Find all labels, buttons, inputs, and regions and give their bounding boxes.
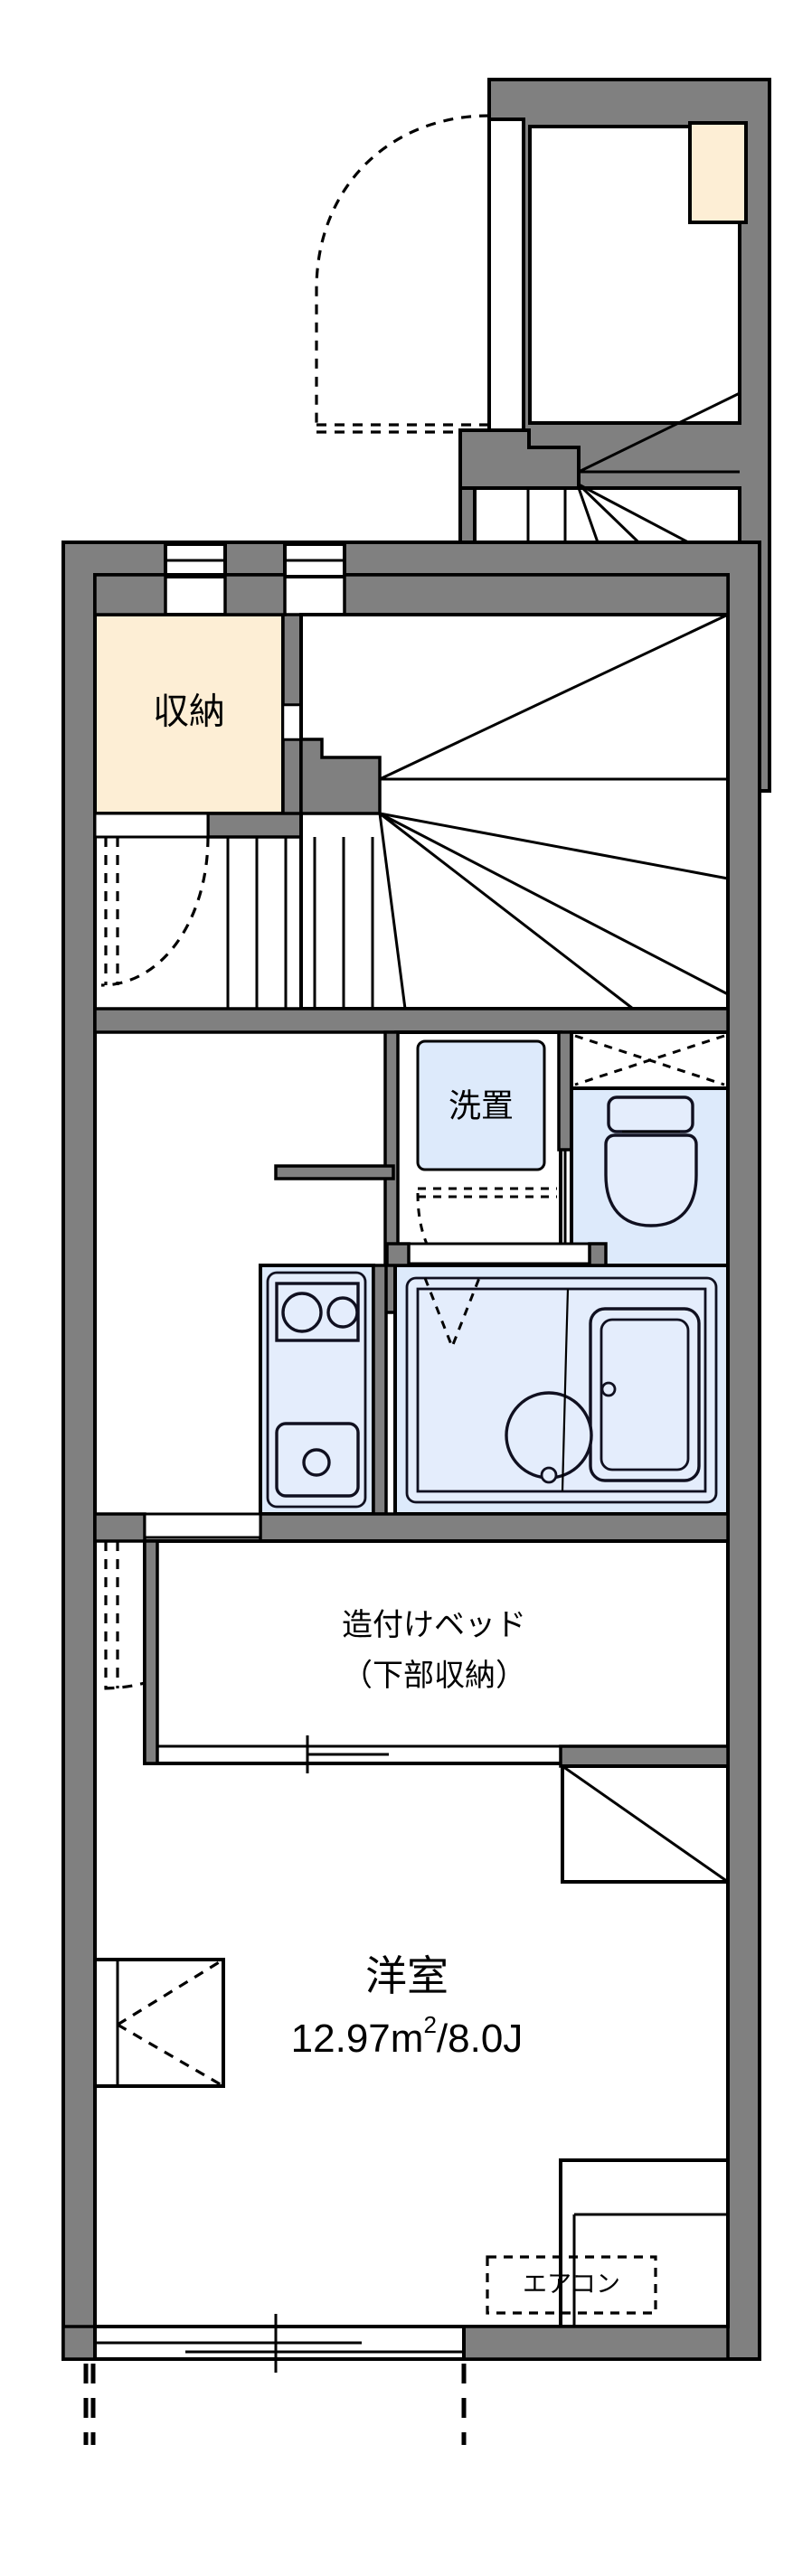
window-swing-a <box>117 1958 224 2026</box>
area-superscript: 2 <box>423 2011 436 2038</box>
basin-drain <box>540 1466 558 1484</box>
storage-band-right <box>343 573 730 616</box>
stair-bottom-wall <box>93 1007 730 1034</box>
window-swing-b <box>117 2023 224 2088</box>
toilet-bowl <box>604 1133 698 1227</box>
wetzone-bottom-wall <box>259 1512 730 1543</box>
builtin-bed-area: 造付けベッド （下部収納） <box>143 1539 730 1773</box>
closet-top-wall <box>559 1744 730 1768</box>
closet-diagonal <box>562 1764 729 1884</box>
entrance-door-swing-arc <box>315 114 490 425</box>
bathtub-inner <box>600 1318 690 1471</box>
washing-machine-pan <box>416 1039 546 1171</box>
builtin-bed-label-line2: （下部収納） <box>342 1659 526 1693</box>
niche-floor <box>559 2158 730 2328</box>
wetzone-bottom-wall-left <box>93 1512 146 1543</box>
bath-door-jamb-right <box>588 1242 608 1267</box>
bottom-sliding-window <box>61 2314 730 2445</box>
stove-burner-right <box>326 1296 359 1329</box>
wash-basin <box>505 1391 593 1480</box>
hall-door-swing-arc <box>100 836 210 987</box>
storage-room <box>93 613 285 815</box>
kitchen-door-band <box>143 1512 262 1539</box>
storage-sliding-a <box>93 812 210 839</box>
area-unit: m <box>391 2017 424 2061</box>
area-separator: / <box>437 2017 448 2061</box>
left-casement-window <box>93 1958 225 2088</box>
kitchen <box>259 1264 388 1516</box>
main-room-label: 洋室 <box>365 1952 448 1999</box>
bath-door-band <box>407 1242 591 1265</box>
bathtub-drain <box>600 1381 617 1397</box>
storage-band-left <box>93 573 167 616</box>
area-jo: 8.0J <box>448 2017 523 2061</box>
top-windows <box>164 542 346 578</box>
washing-label: 洗置 <box>448 1087 514 1124</box>
toilet-tank <box>607 1095 694 1133</box>
storage-label: 収納 <box>153 692 225 732</box>
washroom-door-arc <box>416 1192 560 1307</box>
washroom-right-wall-upper <box>557 1030 573 1152</box>
bath-door-jamb-left <box>385 1242 411 1267</box>
area-value: 12.97 <box>291 2017 391 2061</box>
kitchen-drain <box>302 1448 331 1477</box>
kitchen-right-wall <box>372 1264 388 1516</box>
ac-label: エアコン <box>523 2270 620 2298</box>
bed-left-wall <box>143 1539 159 1765</box>
storage-right-wall-lower <box>281 738 303 819</box>
stair-winder-wall <box>299 705 382 815</box>
closet-right <box>559 1744 730 1884</box>
entrance-door-leaf <box>487 118 525 432</box>
lower-right-niche <box>559 2158 730 2328</box>
toilet-shelf-x2 <box>574 1034 725 1086</box>
staircase-main <box>226 613 730 1011</box>
builtin-bed-label-line1: 造付けベッド <box>342 1608 526 1642</box>
ac-label-box <box>486 2255 657 2315</box>
storage-opening <box>281 703 303 741</box>
shoe-cupboard <box>688 121 748 224</box>
main-unit: 収納 <box>61 541 761 2445</box>
main-room-area: 12.97m2/8.0J <box>291 2011 524 2061</box>
hall-stub-wall <box>274 1164 395 1180</box>
basin-counter-edge <box>561 1288 570 1492</box>
bathroom <box>385 1242 730 1516</box>
entrance-stair-nub <box>458 428 581 490</box>
bed-floor <box>143 1539 730 1765</box>
bottom-left-wall <box>61 2325 97 2361</box>
stove-burner-left <box>281 1292 323 1333</box>
storage-band-mid <box>223 573 287 616</box>
bottom-right-wall <box>462 2325 730 2361</box>
main-room: 洋室 12.97m2/8.0J エアコン <box>93 1952 730 2328</box>
window-recess <box>93 1958 225 2088</box>
bath-door-arc <box>423 1277 481 1351</box>
storage-right-wall-upper <box>281 613 303 707</box>
air-conditioner: エアコン <box>486 2213 728 2327</box>
